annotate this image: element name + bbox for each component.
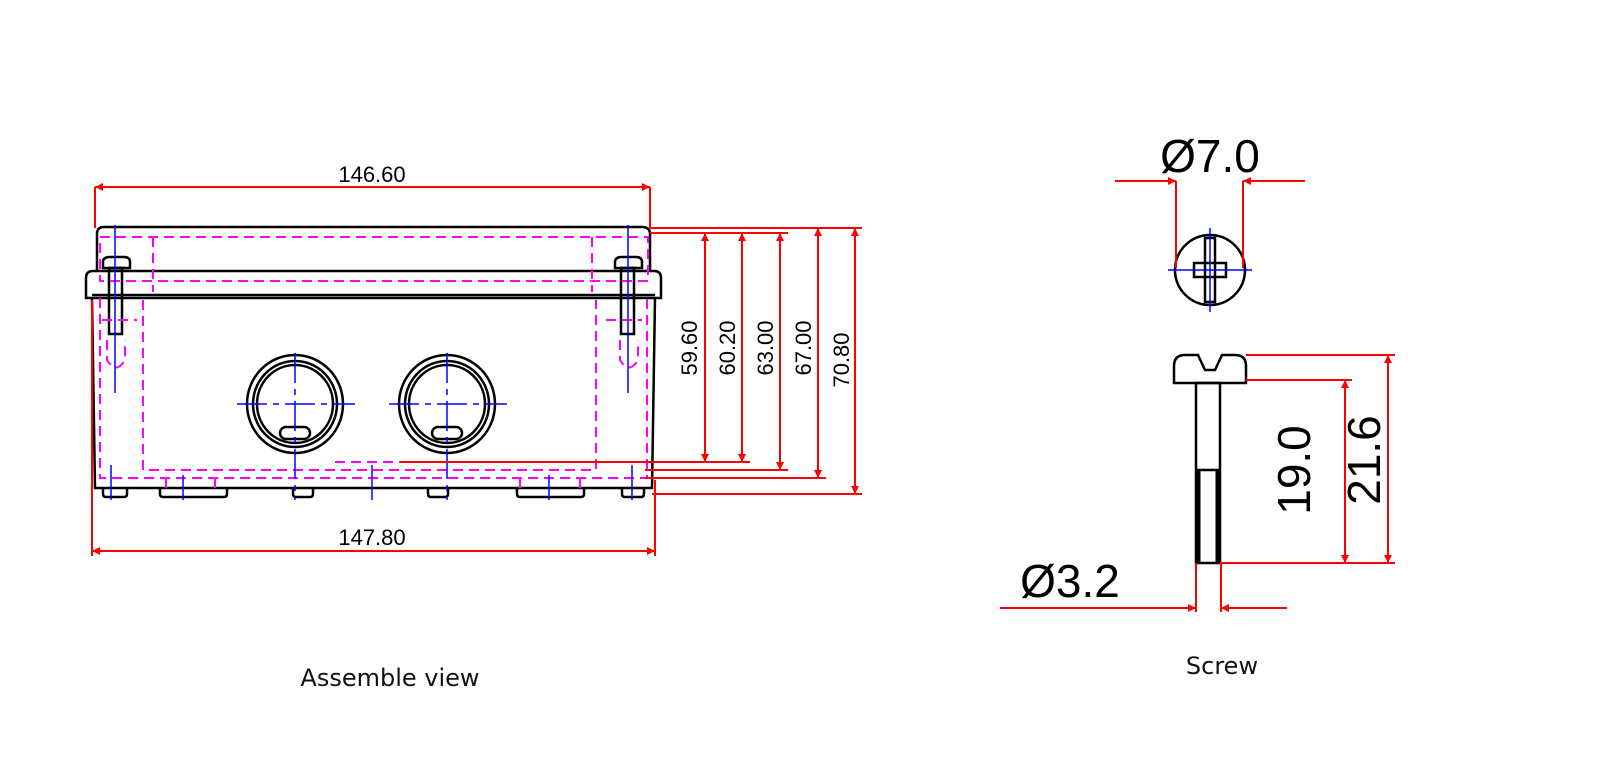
caption-screw: Screw [1186, 652, 1258, 680]
dimension-head-diameter: Ø7.0 [1115, 130, 1305, 268]
dimension-heights: 59.60 60.20 63.00 67.00 70.80 [400, 227, 862, 495]
dimension-label-head-diameter: Ø7.0 [1160, 130, 1260, 182]
center-lines [110, 225, 633, 500]
dimension-label-height-3: 63.00 [753, 320, 778, 375]
screw-view: Ø7.0 19.0 21.6 Ø3.2 Screw [1000, 130, 1395, 680]
dimension-label-height-2: 60.20 [715, 320, 740, 375]
dimension-label-height-1: 59.60 [677, 320, 702, 375]
screw-head-top-view [1168, 228, 1252, 312]
caption-assemble-view: Assemble view [300, 664, 479, 692]
hidden-lines [99, 236, 649, 488]
dimension-label-top-width: 146.60 [338, 162, 405, 187]
enclosure-outline [84, 225, 663, 499]
dimension-label-shank-diameter: Ø3.2 [1020, 555, 1120, 607]
assemble-view: 146.60 [84, 162, 862, 692]
dimension-label-total-length: 21.6 [1338, 415, 1390, 505]
dimension-label-height-5: 70.80 [829, 332, 854, 387]
dimension-lengths: 19.0 21.6 [1220, 354, 1395, 564]
dimension-shank-diameter: Ø3.2 [1000, 555, 1287, 612]
screw-side-view [1172, 353, 1248, 565]
dimension-label-shank-length: 19.0 [1268, 425, 1320, 515]
dimension-bottom-width: 147.80 [91, 300, 656, 556]
dimension-top-width: 146.60 [94, 162, 651, 228]
dimension-label-height-4: 67.00 [791, 320, 816, 375]
dimension-label-bottom-width: 147.80 [338, 525, 405, 550]
